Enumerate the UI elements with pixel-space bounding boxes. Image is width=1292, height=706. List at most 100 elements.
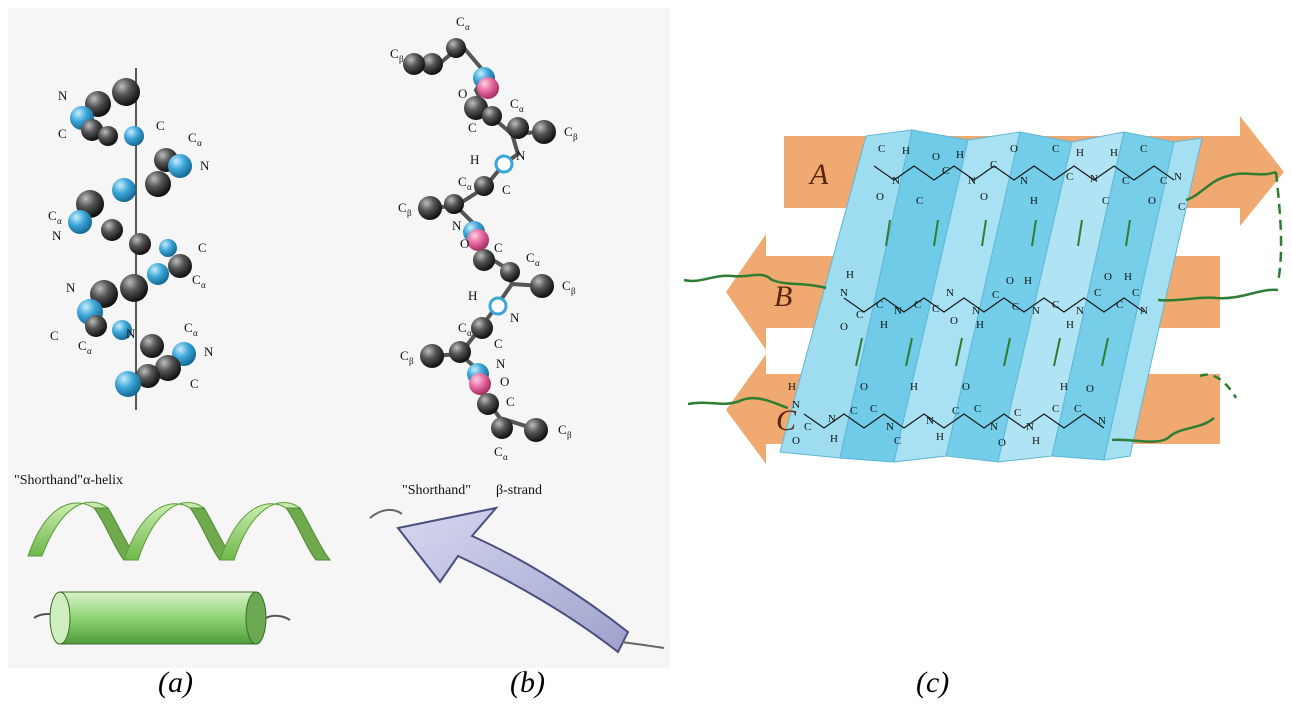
pleated-sheet bbox=[779, 129, 1203, 463]
atom-nitrogen bbox=[112, 178, 136, 202]
atom-H: H bbox=[902, 145, 910, 157]
caption-a: (a) bbox=[158, 666, 193, 699]
hydrogen-bonds bbox=[855, 219, 1131, 367]
strand-c-tail-right bbox=[1111, 417, 1215, 443]
atom-O: O bbox=[792, 435, 800, 447]
atom-carbon bbox=[474, 176, 494, 196]
alpha-helix-cylinder bbox=[33, 591, 291, 645]
label-Ca: C bbox=[192, 272, 201, 287]
label-Ca: C bbox=[458, 320, 467, 335]
label-Ca-sub: α bbox=[467, 328, 472, 338]
atom-O: O bbox=[932, 151, 940, 163]
atom-carbon bbox=[473, 249, 495, 271]
atom-C: C bbox=[804, 421, 811, 433]
label-C: C bbox=[506, 394, 515, 409]
atom-carbon bbox=[155, 355, 181, 381]
atom-O: O bbox=[962, 381, 970, 393]
label-Ca-sub: α bbox=[87, 346, 92, 356]
panel-a-alpha-helix: N C C C α N C α N C C α N C C α N C α N bbox=[8, 8, 346, 668]
atom-H: H bbox=[880, 319, 888, 331]
atom-N: N bbox=[792, 399, 800, 411]
atom-N: N bbox=[840, 287, 848, 299]
atom-O: O bbox=[998, 437, 1006, 449]
atom-O: O bbox=[980, 191, 988, 203]
atom-H: H bbox=[976, 319, 984, 331]
atom-C: C bbox=[1122, 175, 1129, 187]
atom-C: C bbox=[1178, 201, 1185, 213]
label-Cb-sub: β bbox=[571, 286, 576, 296]
label-C: C bbox=[50, 328, 59, 343]
atom-C: C bbox=[914, 299, 921, 311]
atom-O: O bbox=[840, 321, 848, 333]
atom-carbon bbox=[112, 78, 140, 106]
atom-carbon bbox=[446, 38, 466, 58]
atom-C: C bbox=[974, 403, 981, 415]
strand-label-c: C bbox=[776, 404, 797, 437]
label-C: C bbox=[198, 240, 207, 255]
atom-carbon bbox=[482, 106, 502, 126]
panel-b-beta-strand: C α C β O C C α C β N H C α C C β N O C bbox=[346, 8, 670, 668]
atom-C: C bbox=[1160, 175, 1167, 187]
atom-carbon bbox=[477, 393, 499, 415]
atom-carbon bbox=[85, 91, 111, 117]
atom-O: O bbox=[1104, 271, 1112, 283]
atom-H: H bbox=[830, 433, 838, 445]
atom-carbon bbox=[418, 196, 442, 220]
atom-H: H bbox=[936, 431, 944, 443]
atom-carbon bbox=[81, 119, 103, 141]
atom-H: H bbox=[788, 381, 796, 393]
label-N: N bbox=[204, 344, 214, 359]
label-O: O bbox=[458, 86, 467, 101]
label-C: C bbox=[190, 376, 199, 391]
atom-H: H bbox=[1066, 319, 1074, 331]
atom-C: C bbox=[952, 405, 959, 417]
atom-C: C bbox=[1102, 195, 1109, 207]
atom-O: O bbox=[860, 381, 868, 393]
atom-H: H bbox=[1024, 275, 1032, 287]
strand-a-tail bbox=[1185, 170, 1277, 202]
atom-N: N bbox=[1076, 305, 1084, 317]
atom-N: N bbox=[1020, 175, 1028, 187]
atom-C: C bbox=[1066, 171, 1073, 183]
atom-nitrogen bbox=[147, 263, 169, 285]
label-N: N bbox=[496, 356, 506, 371]
label-Cb: C bbox=[564, 124, 573, 139]
atom-C: C bbox=[1132, 287, 1139, 299]
label-Cb: C bbox=[562, 278, 571, 293]
strand-c-tail-left bbox=[687, 396, 789, 410]
sheet-atom-labels: C O N H C O C H N O C O N H C C H N C H bbox=[788, 143, 1185, 449]
atom-C: C bbox=[942, 165, 949, 177]
label-Ca: C bbox=[510, 96, 519, 111]
atom-C: C bbox=[916, 195, 923, 207]
atom-C: C bbox=[1074, 403, 1081, 415]
label-C: C bbox=[156, 118, 165, 133]
caption-c: (c) bbox=[916, 666, 950, 699]
atom-carbon bbox=[129, 233, 151, 255]
atom-H: H bbox=[1030, 195, 1038, 207]
label-H: H bbox=[468, 288, 477, 303]
beta-sheet-diagram: C O N H C O C H N O C O N H C C H N C H bbox=[683, 116, 1284, 464]
helix-atom-labels: N C C C α N C α N C C α N C C α N C α N bbox=[48, 88, 214, 391]
atom-O: O bbox=[950, 315, 958, 327]
atom-carbon bbox=[491, 417, 513, 439]
label-N: N bbox=[510, 310, 520, 325]
atom-N: N bbox=[972, 305, 980, 317]
atom-O: O bbox=[1010, 143, 1018, 155]
atom-N: N bbox=[1026, 421, 1034, 433]
atom-C: C bbox=[870, 403, 877, 415]
atom-carbon bbox=[532, 120, 556, 144]
atom-C: C bbox=[1140, 143, 1147, 155]
atom-N: N bbox=[828, 413, 836, 425]
atom-carbon bbox=[507, 117, 529, 139]
label-N: N bbox=[126, 326, 136, 341]
atom-nitrogen bbox=[115, 371, 141, 397]
label-Ca: C bbox=[526, 250, 535, 265]
label-Ca-sub: α bbox=[193, 328, 198, 338]
atom-carbon bbox=[98, 126, 118, 146]
atom-O: O bbox=[876, 191, 884, 203]
label-Ca-sub: α bbox=[535, 258, 540, 268]
atom-nitrogen bbox=[112, 320, 132, 340]
atom-H: H bbox=[956, 149, 964, 161]
shorthand-beta-label-2: β-strand bbox=[496, 483, 542, 498]
